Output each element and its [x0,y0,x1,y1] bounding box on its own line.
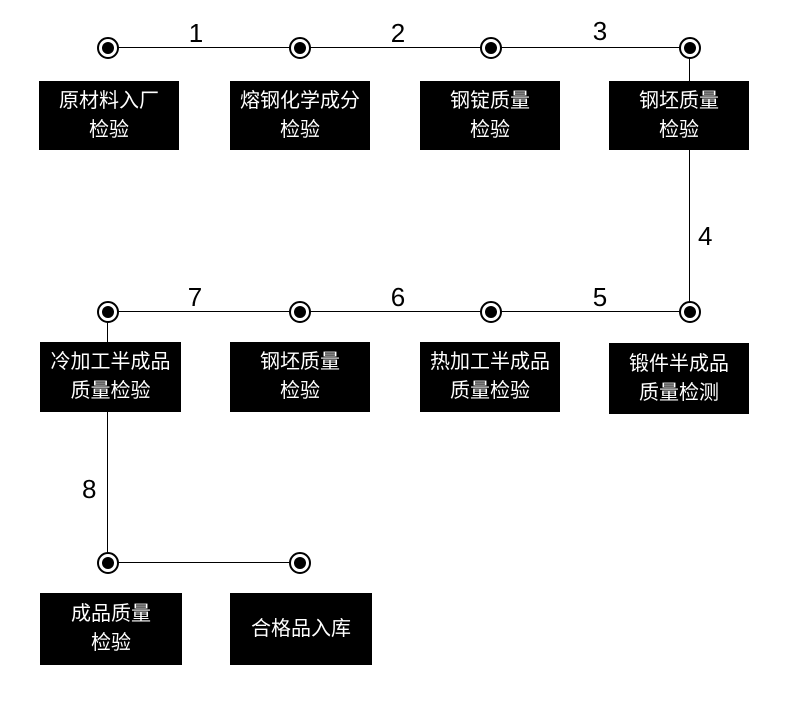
station-label-line: 检验 [280,380,320,402]
station-box-hot-worked-semifinished-quality-inspection: 热加工半成品 质量检验 [420,342,560,412]
station-label-line: 合格品入库 [251,617,351,640]
node-dot [294,557,306,569]
station-box-cold-worked-semifinished-quality-inspection: 冷加工半成品 质量检验 [40,342,181,412]
station-label-line: 检验 [470,118,510,141]
edge-label-3: 3 [592,16,608,46]
edge-label-1: 1 [188,18,204,48]
flow-line-col1-down [107,312,108,563]
node-circle-10 [289,552,311,574]
edge-label-8: 8 [82,474,97,504]
node-dot [485,306,497,318]
edge-label-6: 6 [390,282,406,312]
station-label-line: 热加工半成品 [430,351,550,373]
edge-label-7: 7 [187,282,203,312]
station-label-line: 原材料入厂 [59,89,159,112]
station-box-raw-material-entry-inspection: 原材料入厂 检验 [39,81,179,150]
station-label-line: 钢坯质量 [260,351,340,373]
station-box-forging-semifinished-quality-testing: 锻件半成品 质量检测 [609,343,749,414]
station-label-line: 熔钢化学成分 [240,89,360,112]
station-label-line: 检验 [89,118,129,141]
flow-line-row2 [108,311,690,312]
station-label-line: 质量检验 [450,380,530,402]
station-box-steel-billet-quality-inspection-top: 钢坯质量 检验 [609,81,749,150]
station-box-molten-steel-chemical-composition-inspection: 熔钢化学成分 检验 [230,81,370,150]
station-label-line: 检验 [91,632,131,654]
node-dot [294,306,306,318]
flow-line-col4-down [689,48,690,312]
flow-line-row3 [108,562,300,563]
station-label-line: 检验 [659,118,699,141]
station-label-line: 检验 [280,118,320,141]
station-label-line: 冷加工半成品 [50,351,171,373]
station-box-finished-product-quality-inspection: 成品质量 检验 [40,593,182,665]
station-label-line: 钢坯质量 [639,89,719,112]
node-circle-4 [679,37,701,59]
node-dot [102,42,114,54]
edge-label-5: 5 [592,282,608,312]
station-box-steel-billet-quality-inspection-middle: 钢坯质量 检验 [230,342,370,412]
node-circle-7 [480,301,502,323]
station-box-steel-ingot-quality-inspection: 钢锭质量 检验 [420,81,560,150]
edge-label-4: 4 [698,221,713,251]
node-dot [102,306,114,318]
node-circle-8 [679,301,701,323]
station-label-line: 锻件半成品 [629,352,729,375]
station-label-line: 质量检测 [639,381,719,404]
node-circle-6 [289,301,311,323]
node-dot [684,306,696,318]
node-circle-3 [480,37,502,59]
node-circle-5 [97,301,119,323]
node-dot [102,557,114,569]
station-label-line: 质量检验 [70,380,151,402]
node-circle-1 [97,37,119,59]
flow-line-row1 [108,47,690,48]
node-dot [684,42,696,54]
node-circle-2 [289,37,311,59]
station-label-line: 成品质量 [71,603,151,625]
station-box-qualified-product-warehousing: 合格品入库 [230,593,372,665]
station-label-line: 钢锭质量 [450,89,530,112]
edge-label-2: 2 [390,18,406,48]
node-dot [294,42,306,54]
node-dot [485,42,497,54]
node-circle-9 [97,552,119,574]
